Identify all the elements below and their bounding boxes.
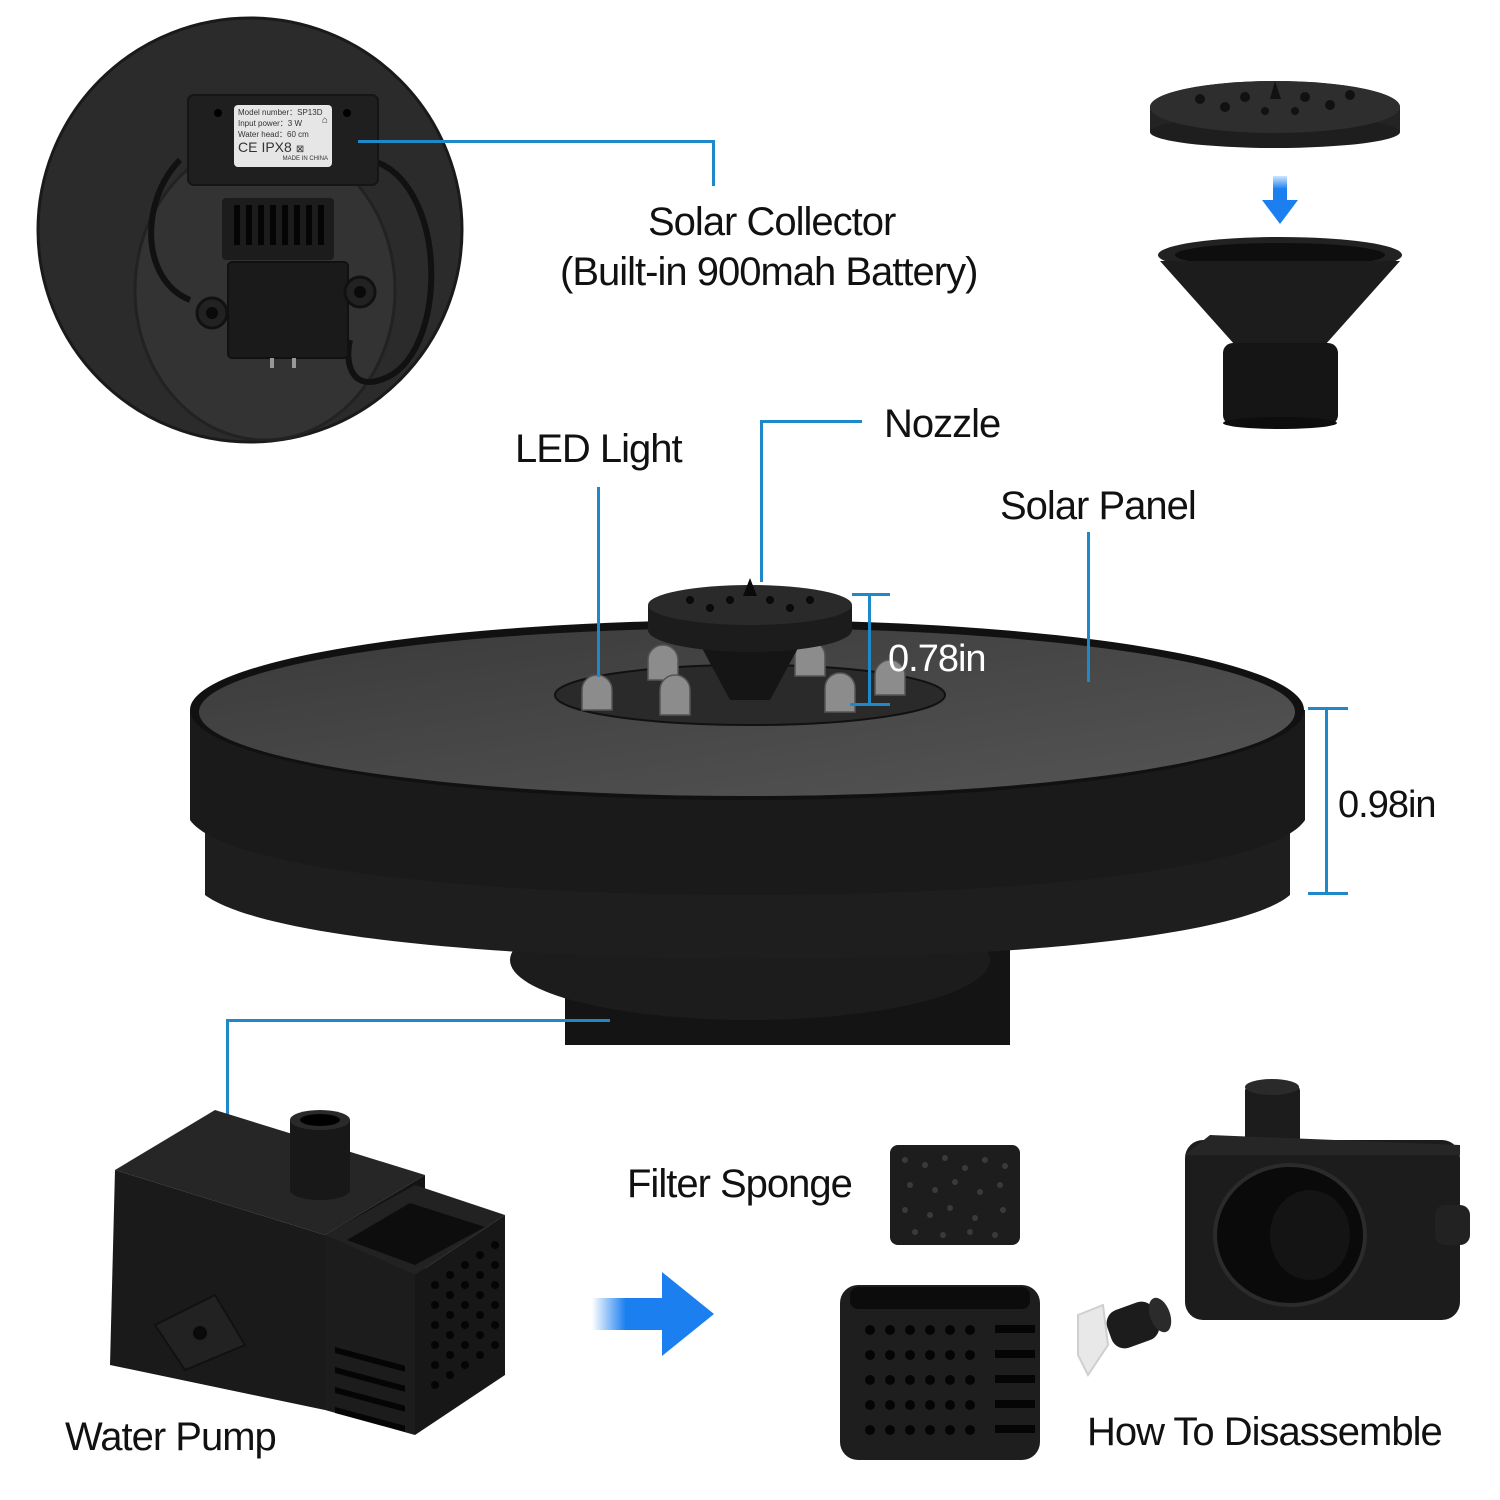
- nozzle-dim-vert: [868, 595, 871, 705]
- water-head: Water head：60 cm: [238, 130, 309, 139]
- panel-dim-vert: [1325, 708, 1328, 894]
- solar-collector-label-2: (Built-in 900mah Battery): [560, 250, 978, 294]
- water-pump-leader-h: [226, 1019, 610, 1022]
- solar-collector-leader-h: [358, 140, 715, 143]
- solar-collector-label-1: Solar Collector: [648, 200, 896, 244]
- nozzle-dim-bottom: [850, 703, 890, 706]
- filter-sponge-image: [890, 1145, 1020, 1245]
- water-pump-label: Water Pump: [65, 1415, 277, 1459]
- led-light-label: LED Light: [515, 427, 683, 471]
- filter-cage-image: [840, 1285, 1040, 1460]
- pump-housing-image: [1185, 1079, 1470, 1320]
- nozzle-height-dimension: 0.78in: [888, 638, 987, 680]
- filter-sponge-label: Filter Sponge: [627, 1162, 853, 1206]
- nozzle-leader-v: [760, 420, 763, 582]
- solar-fountain-image: [190, 578, 1305, 1045]
- panel-dim-bottom: [1308, 892, 1348, 895]
- nozzle-leader-h: [760, 420, 862, 423]
- solar-collector-back-image: [36, 16, 464, 444]
- arrow-down-icon: [1262, 176, 1298, 224]
- nozzle-label: Nozzle: [884, 402, 1001, 446]
- nozzle-funnel-image: [1158, 237, 1402, 429]
- solar-panel-leader: [1087, 532, 1090, 682]
- model-number: Model number：SP13D: [238, 108, 323, 117]
- solar-collector-leader-v: [712, 140, 715, 186]
- solar-panel-label: Solar Panel: [1000, 484, 1197, 528]
- crossed-bin-icon: ⊠: [295, 144, 305, 155]
- made-in: MADE IN CHINA: [282, 156, 328, 162]
- panel-dim-top: [1308, 707, 1348, 710]
- input-power: Input power：3 W: [238, 119, 303, 128]
- house-icon: ⌂: [321, 115, 328, 126]
- ipx-rating: IPX8: [261, 139, 292, 155]
- spec-sticker: Model number：SP13D Input power：3 W Water…: [234, 105, 332, 167]
- ce-mark: CE: [238, 139, 258, 155]
- arrow-right-icon: [592, 1272, 714, 1356]
- impeller-image: [1077, 1297, 1172, 1377]
- panel-height-dimension: 0.98in: [1338, 784, 1437, 826]
- how-to-disassemble-label: How To Disassemble: [1087, 1410, 1443, 1454]
- water-pump-leader-v: [226, 1019, 229, 1164]
- nozzle-cap-image: [1150, 81, 1400, 148]
- led-light-leader: [597, 487, 600, 677]
- water-pump-image: [110, 1110, 505, 1435]
- nozzle-dim-top: [852, 593, 890, 596]
